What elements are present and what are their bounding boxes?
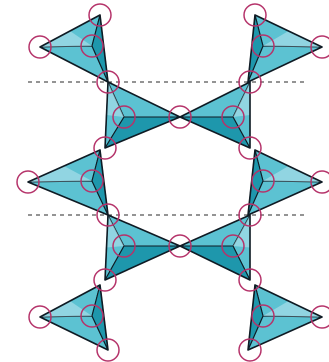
oxygen-ring-icon — [28, 305, 52, 329]
tetrahedron-outline — [247, 14, 323, 83]
tetrahedron-highlight — [40, 301, 92, 317]
tetrahedron-highlight — [233, 82, 250, 117]
oxygen-ring-icon — [93, 268, 117, 292]
oxygen-ring-icon — [238, 268, 262, 292]
oxygen-ring-icon — [168, 234, 192, 258]
tetrahedron-highlight — [40, 31, 92, 47]
oxygen-ring-icon — [310, 35, 329, 59]
oxygen-ring-icon — [310, 305, 329, 329]
oxygen-ring-icon — [238, 70, 262, 94]
oxygen-ring-icon — [251, 34, 275, 58]
tetrahedron-outline — [104, 214, 181, 281]
oxygen-ring-icon — [221, 234, 245, 258]
oxygen-ring-icon — [238, 136, 262, 160]
silicate-tetrahedron — [179, 214, 251, 281]
oxygen-ring-icon — [16, 170, 40, 194]
oxygen-ring-icon — [112, 105, 136, 129]
tetrahedron-highlight — [263, 31, 322, 47]
oxygen-ring-icon — [96, 70, 120, 94]
oxygen-ring-icon — [243, 3, 267, 27]
tetrahedra-layer — [27, 14, 323, 351]
oxygen-ring-icon — [112, 234, 136, 258]
oxygen-ring-icon — [96, 338, 120, 362]
oxygen-ring-icon — [80, 304, 104, 328]
silicate-tetrahedron — [104, 81, 181, 149]
tetrahedron-highlight — [233, 215, 250, 248]
oxygen-ring-icon — [251, 304, 275, 328]
oxygen-ring-icon — [80, 169, 104, 193]
oxygen-ring-icon — [251, 169, 275, 193]
tetrahedron-outline — [179, 81, 251, 149]
silicate-tetrahedron — [104, 214, 181, 281]
oxygen-ring-icon — [88, 3, 112, 27]
silicate-tetrahedron — [39, 14, 109, 83]
tetrahedron-outline — [104, 81, 181, 149]
oxygen-ring-icon — [80, 34, 104, 58]
tetrahedron-outline — [27, 149, 109, 216]
tetrahedron-outline — [39, 14, 109, 83]
silicate-tetrahedron — [179, 81, 251, 149]
oxygen-layer — [16, 3, 329, 362]
oxygen-ring-icon — [310, 170, 329, 194]
oxygen-ring-icon — [96, 203, 120, 227]
oxygen-ring-icon — [238, 203, 262, 227]
tetrahedron-highlight — [263, 166, 322, 182]
cut-lines — [28, 81, 305, 216]
oxygen-ring-icon — [238, 338, 262, 362]
silicate-tetrahedron — [27, 149, 109, 216]
oxygen-ring-icon — [93, 136, 117, 160]
tetrahedron-highlight — [263, 301, 322, 317]
tetrahedron-highlight — [28, 166, 92, 182]
oxygen-ring-icon — [221, 105, 245, 129]
silicate-tetrahedron — [39, 284, 109, 351]
tetrahedron-outline — [39, 284, 109, 351]
oxygen-ring-icon — [168, 105, 192, 129]
oxygen-ring-icon — [28, 35, 52, 59]
tetrahedron-outline — [179, 214, 251, 281]
tetrahedron-highlight — [106, 215, 124, 248]
tetrahedron-highlight — [106, 82, 124, 117]
